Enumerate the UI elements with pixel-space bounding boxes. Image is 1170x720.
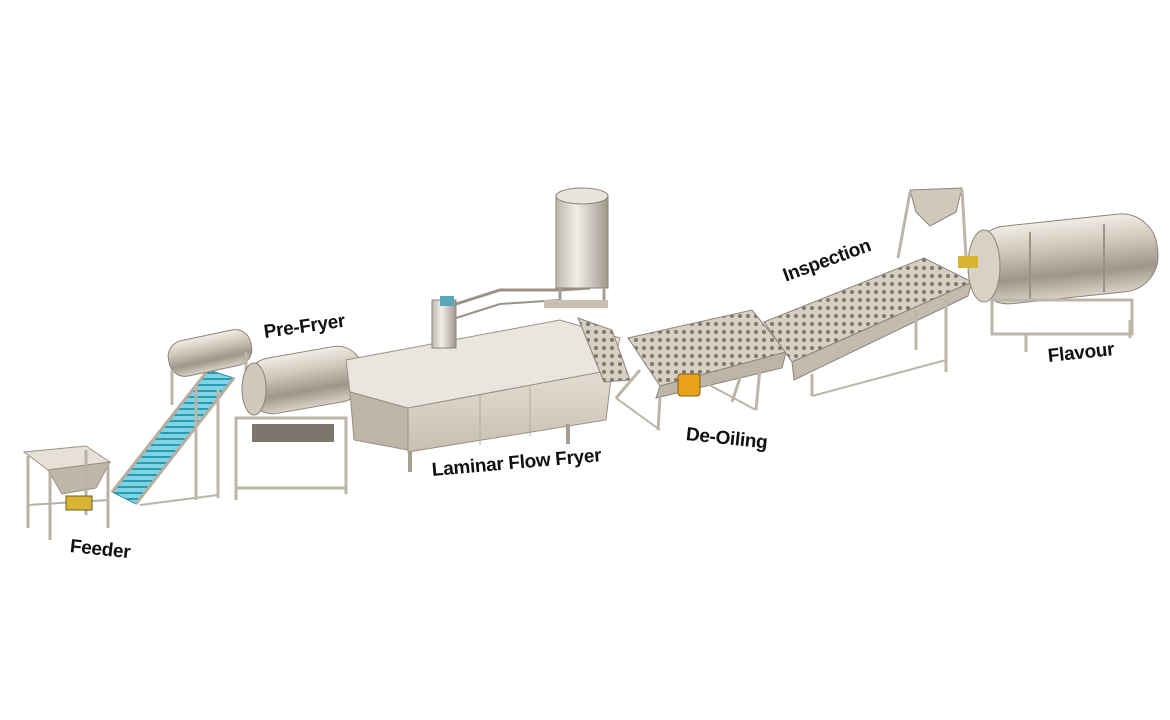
laminar-flow-fryer-machine [345,286,631,472]
oil-tank [544,187,609,308]
de-oiling-machine [614,309,787,431]
pre-fryer-machine [234,345,365,500]
flavour-machine [958,213,1159,352]
feeder-machine [22,445,112,540]
inspection-conveyor [763,187,974,397]
incline-conveyor [110,369,236,506]
